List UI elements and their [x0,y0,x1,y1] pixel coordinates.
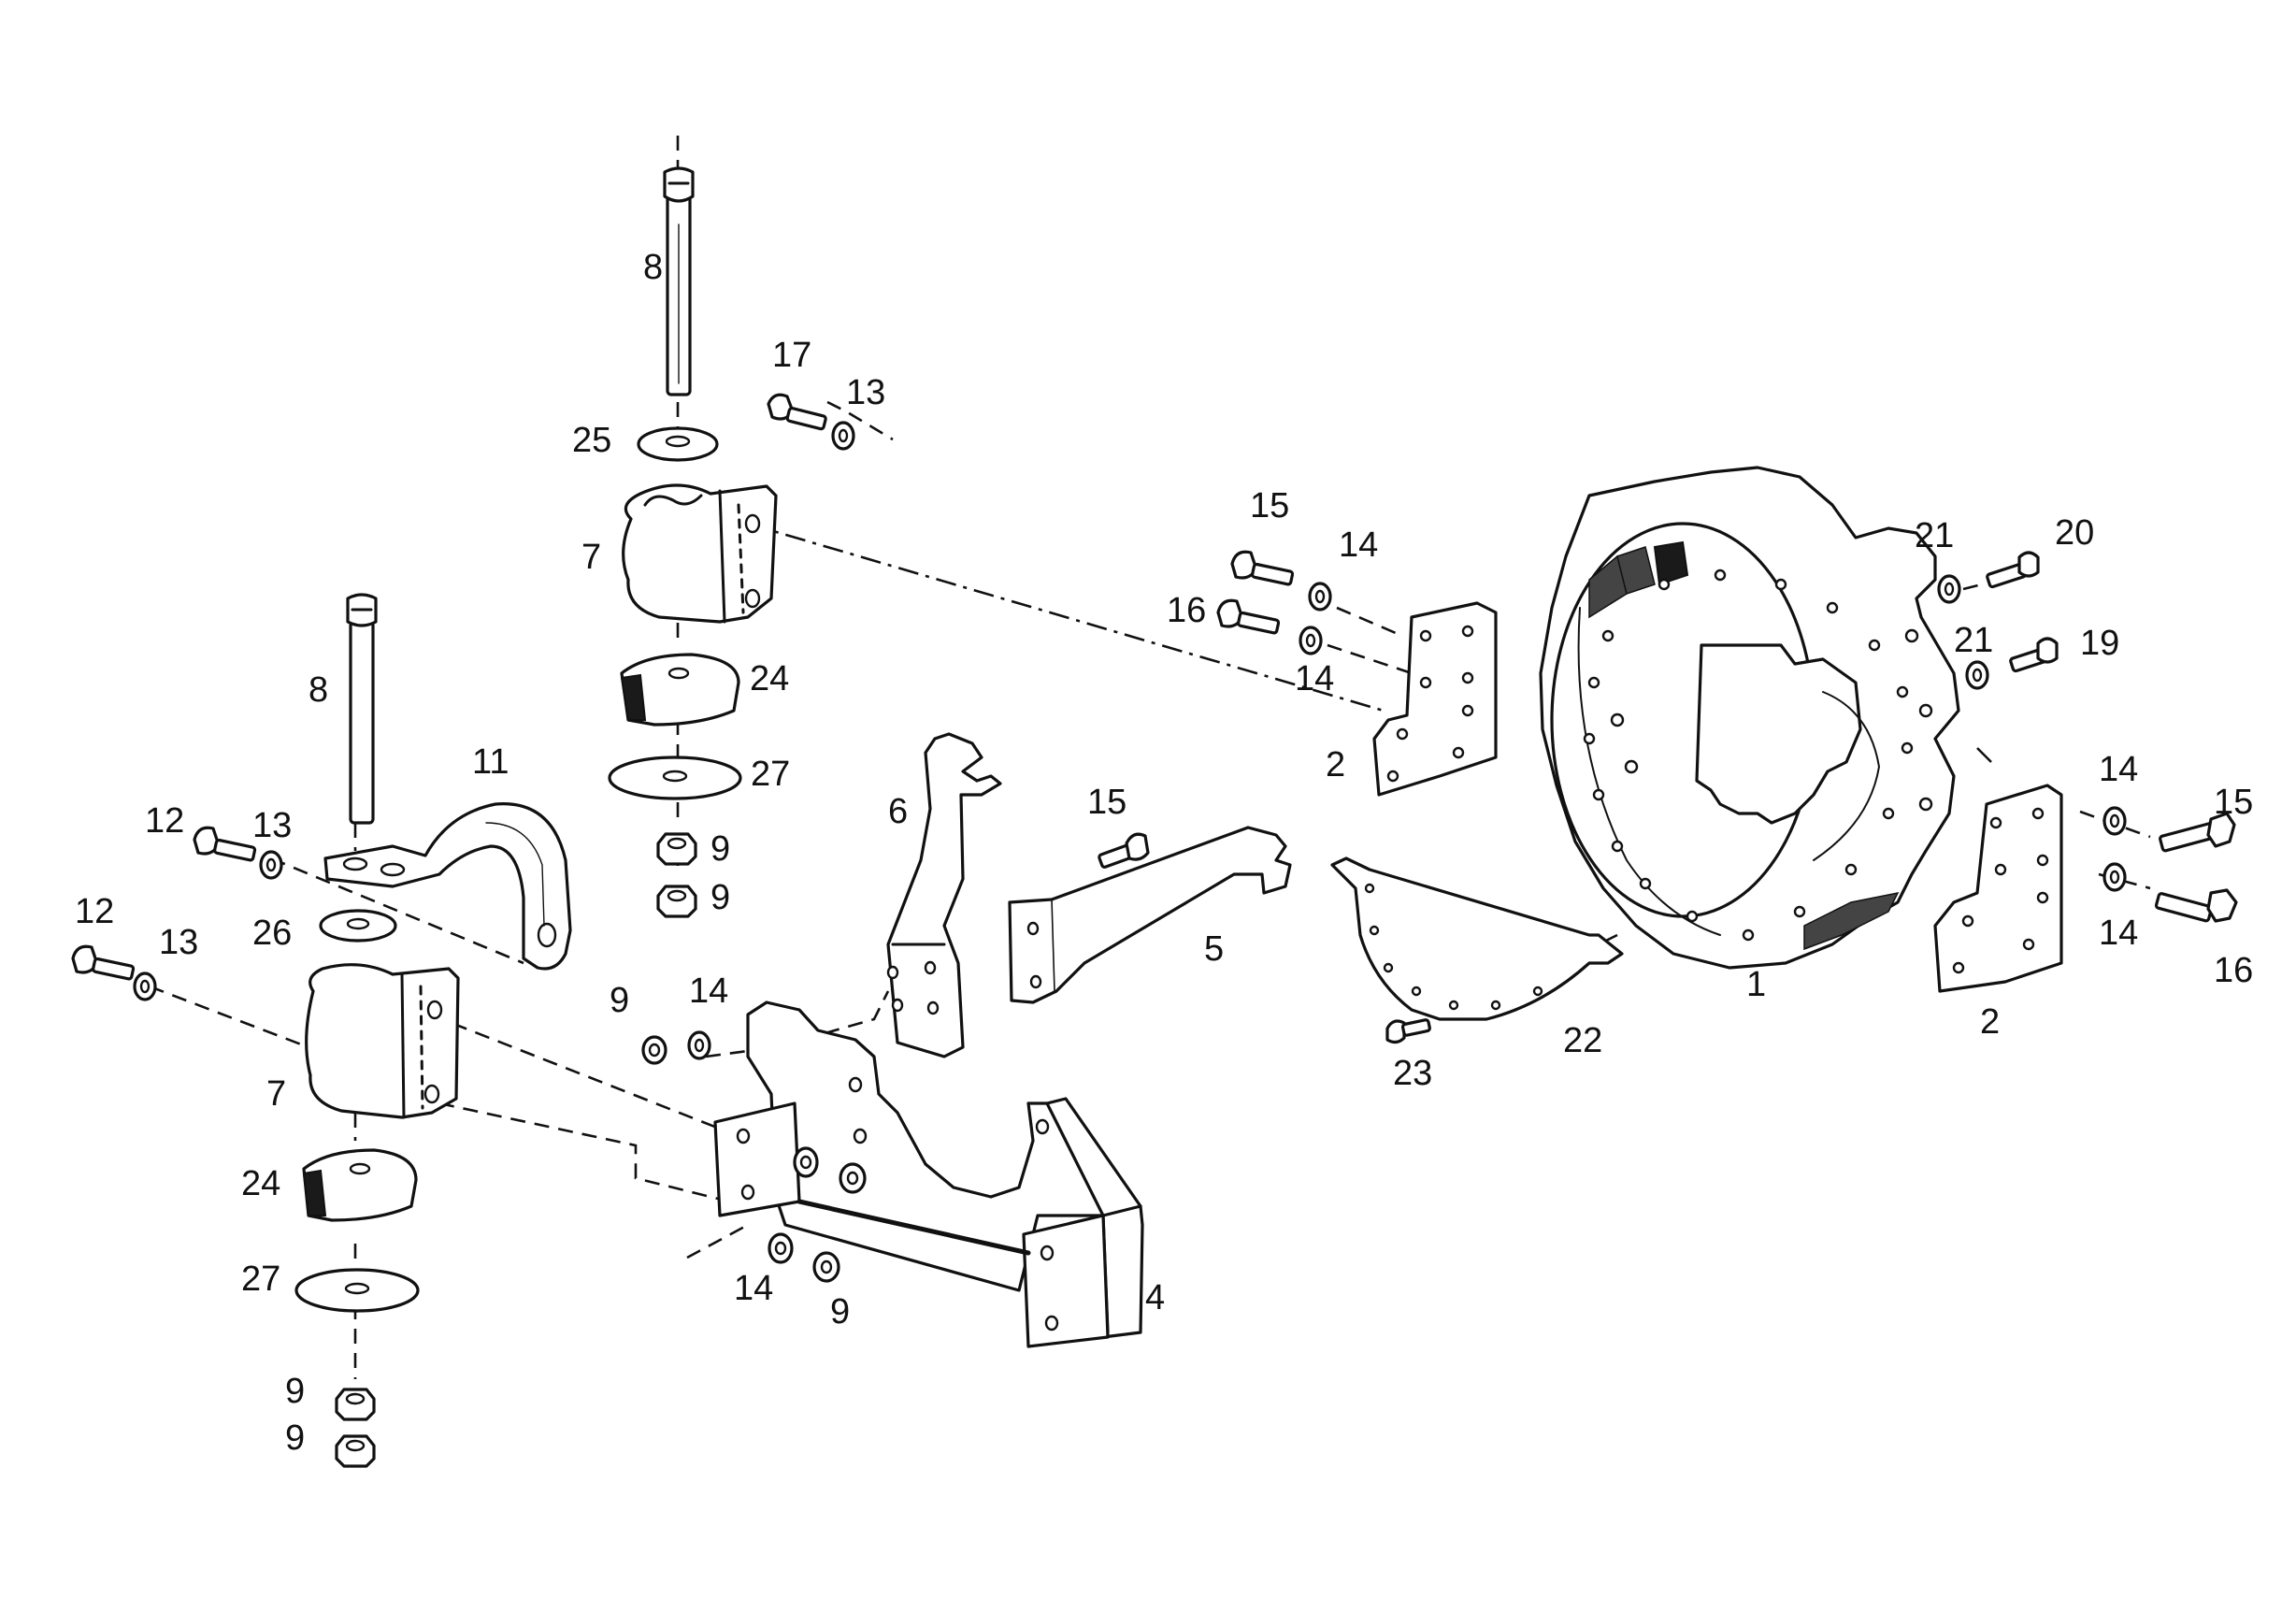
bracket-6 [886,732,1002,1058]
callout-9-lower-b: 9 [285,1418,305,1458]
washer-13-left-lower [133,972,157,1001]
bolt-12-upper [193,826,257,862]
washer-14-left-plate-lower [1299,626,1323,655]
callout-labels: 1 2 2 4 5 6 7 7 8 8 9 9 9 9 9 9 11 12 12… [75,248,2253,1458]
callout-5: 5 [1204,929,1224,969]
callout-8-lower: 8 [309,670,328,710]
callout-21-lower: 21 [1954,621,1993,660]
bolt-15-mid [1098,832,1150,869]
mount-bracket-7-upper [622,483,778,624]
callout-14-below-4: 14 [734,1269,773,1308]
callout-14-left-plate-upper: 14 [1339,525,1378,565]
callout-13-left-upper: 13 [252,806,292,845]
washer-13-upper [831,421,855,451]
washer-26 [319,909,397,943]
callout-9-lower-a: 9 [285,1372,305,1411]
callout-22: 22 [1563,1021,1602,1060]
nut-9-lower-a [335,1388,376,1421]
callout-19: 19 [2080,624,2119,663]
callout-13-left-lower: 13 [159,923,198,962]
bolt-20 [1986,551,2040,589]
callout-4: 4 [1145,1278,1165,1317]
bolt-12-lower [71,944,136,981]
callout-6: 6 [888,792,908,831]
callout-17: 17 [772,336,811,375]
callout-7-upper: 7 [581,538,601,577]
callout-14-left-plate-lower: 14 [1295,659,1334,698]
cover-plate-22 [1330,856,1624,1021]
callout-14-right-lower: 14 [2099,914,2138,953]
callout-2-right: 2 [1980,1002,2000,1042]
callout-1: 1 [1746,965,1766,1004]
washer-21-upper [1937,574,1961,604]
callout-9-near-4: 9 [610,981,629,1020]
nut-9-below-4 [812,1251,840,1283]
callout-24-lower: 24 [241,1164,280,1203]
nut-9-left-of-4 [641,1035,667,1065]
callout-21-upper: 21 [1915,516,1954,555]
callout-23: 23 [1393,1054,1432,1093]
callout-13-upper: 13 [846,373,885,412]
adapter-plate-2-right [1933,784,2063,993]
nut-9-lower-b [335,1434,376,1468]
callout-15-mid: 15 [1087,783,1126,822]
nut-9-upper-b [656,885,697,918]
callout-14-near-4: 14 [689,972,728,1011]
washer-14-below-4 [768,1232,794,1264]
callout-20: 20 [2055,513,2094,553]
bell-housing-1 [1539,466,1960,970]
callout-2-left: 2 [1326,745,1345,784]
callout-12-upper: 12 [145,801,184,841]
washer-14-center [793,1146,819,1178]
callout-26: 26 [252,914,292,953]
callout-9-below-4: 9 [830,1292,850,1331]
callout-12-lower: 12 [75,892,114,931]
mount-bracket-7-lower [305,963,460,1119]
washer-13-left-upper [259,850,283,880]
bolt-19 [2009,637,2059,673]
callout-27-upper: 27 [751,755,790,794]
callout-24-upper: 24 [750,659,789,698]
rubber-mount-24-upper [620,653,740,727]
washer-14-left-plate-upper [1308,582,1332,612]
washer-14-right-lower [2102,862,2127,892]
callout-15-left-plate: 15 [1250,486,1289,525]
nut-9-upper-a [656,832,697,866]
callout-11: 11 [472,742,509,782]
stud-8-upper [663,166,695,396]
washer-25 [637,426,719,462]
callout-14-right-upper: 14 [2099,750,2138,789]
callout-7-lower: 7 [266,1074,286,1114]
callout-8-upper: 8 [643,248,663,287]
washer-14-left-of-4 [687,1030,711,1060]
callout-9-upper-a: 9 [710,829,730,869]
callout-25: 25 [572,421,611,460]
callout-16-left-plate: 16 [1167,591,1206,630]
clamp-strap-11 [323,802,572,971]
bracket-5 [1008,826,1292,1004]
adapter-plate-2-left [1372,601,1498,797]
base-bracket-4 [713,1000,1144,1348]
bolt-16-left-plate [1216,598,1281,635]
rubber-mount-24-lower [302,1148,418,1222]
washer-14-right-upper [2102,806,2127,836]
bolt-17 [767,393,827,431]
washer-21-lower [1965,660,1989,690]
washer-27-lower [294,1268,420,1313]
callout-15-right: 15 [2214,783,2253,822]
stud-8-lower [346,593,378,825]
bolt-15-left-plate [1230,550,1295,586]
bolt-15-right [2159,812,2236,853]
bolt-16-right [2154,888,2238,923]
bolt-23 [1385,1018,1431,1044]
callout-27-lower: 27 [241,1259,280,1299]
callout-9-upper-b: 9 [710,878,730,917]
nut-9-center [839,1162,867,1194]
callout-16-right: 16 [2214,951,2253,990]
washer-27-upper [608,756,742,800]
